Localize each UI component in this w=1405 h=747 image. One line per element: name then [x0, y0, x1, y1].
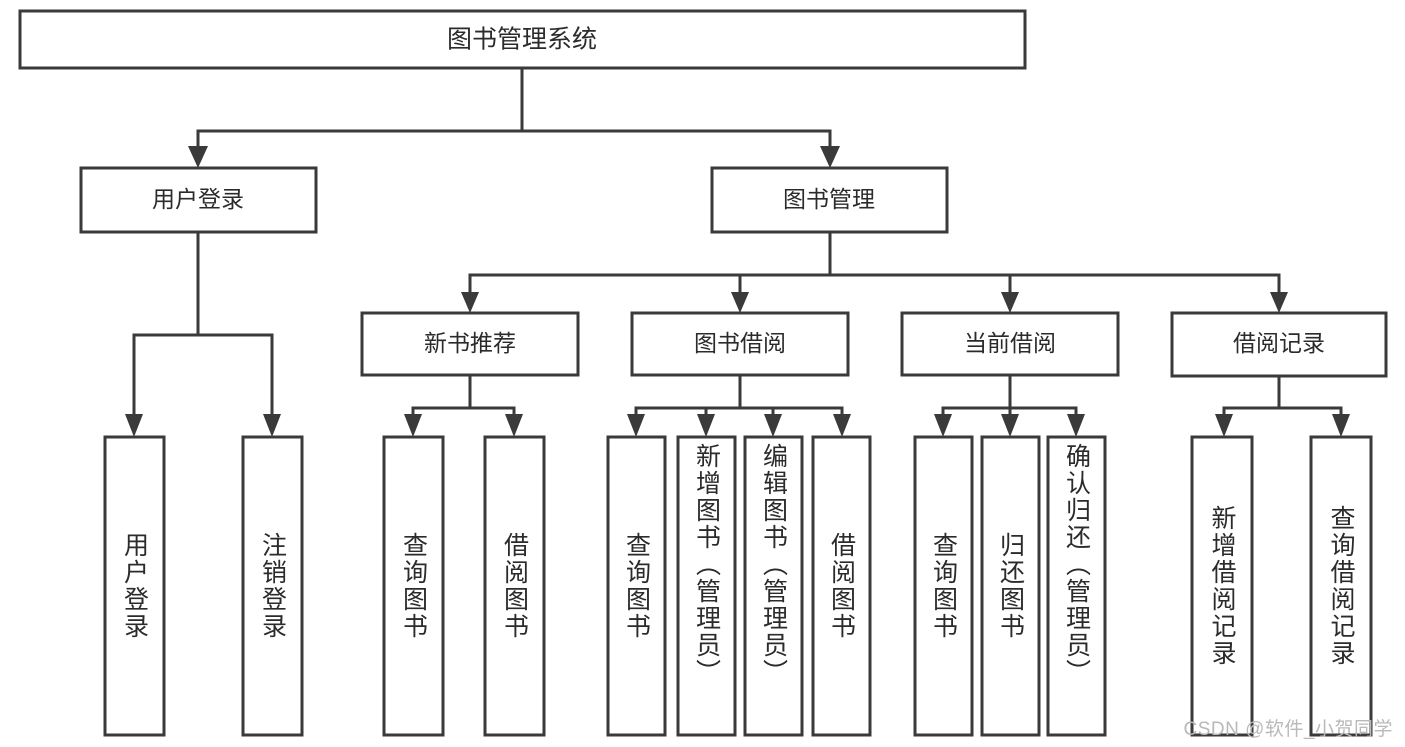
node-book-borrow-label: 图书借阅 [694, 330, 786, 356]
node-root[interactable]: 图书管理系统 [18, 9, 1027, 70]
connector-borrowrecord-to-leaves [1215, 374, 1350, 437]
node-book-management[interactable]: 图书管理 [710, 166, 949, 234]
node-current-borrow-label: 当前借阅 [964, 330, 1056, 356]
leaf-box-user-logout[interactable] [241, 435, 304, 737]
leaf-box-query-book-1[interactable] [382, 435, 445, 737]
connector-bookmgmt-to-level2 [461, 230, 1288, 313]
leaf-box-user-login[interactable] [103, 435, 166, 737]
node-book-borrow[interactable]: 图书借阅 [630, 311, 850, 377]
connector-currentborrow-to-leaves [934, 373, 1085, 437]
node-new-book-recommend[interactable]: 新书推荐 [360, 311, 580, 377]
csdn-watermark: CSDN @软件_小贺同学 [1183, 719, 1393, 740]
leaf-box-query-book-2[interactable] [606, 435, 667, 737]
node-user-login[interactable]: 用户登录 [79, 166, 318, 234]
connector-newbook-to-leaves [404, 373, 523, 437]
leaf-box-query-record[interactable] [1309, 435, 1373, 737]
connector-userlogin-to-leaves [125, 230, 281, 437]
node-borrow-record-label: 借阅记录 [1233, 330, 1325, 356]
leaf-box-query-book-3[interactable] [913, 435, 974, 737]
node-book-management-label: 图书管理 [783, 186, 875, 212]
leaf-box-borrow-book-2[interactable] [811, 435, 872, 737]
leaf-boxes [103, 435, 1373, 737]
connector-root-to-level1 [188, 66, 840, 168]
node-new-book-recommend-label: 新书推荐 [424, 330, 516, 356]
leaf-box-add-record[interactable] [1190, 435, 1254, 737]
leaf-box-edit-book[interactable] [743, 435, 804, 737]
connector-bookborrow-to-leaves [627, 373, 851, 437]
node-current-borrow[interactable]: 当前借阅 [900, 311, 1120, 377]
node-borrow-record[interactable]: 借阅记录 [1170, 311, 1388, 378]
leaf-box-return-book[interactable] [980, 435, 1041, 737]
node-user-login-label: 用户登录 [152, 186, 244, 212]
node-root-label: 图书管理系统 [447, 26, 597, 54]
leaf-box-confirm-return[interactable] [1046, 435, 1107, 737]
leaf-box-borrow-book-1[interactable] [483, 435, 546, 737]
leaf-box-add-book[interactable] [676, 435, 737, 737]
